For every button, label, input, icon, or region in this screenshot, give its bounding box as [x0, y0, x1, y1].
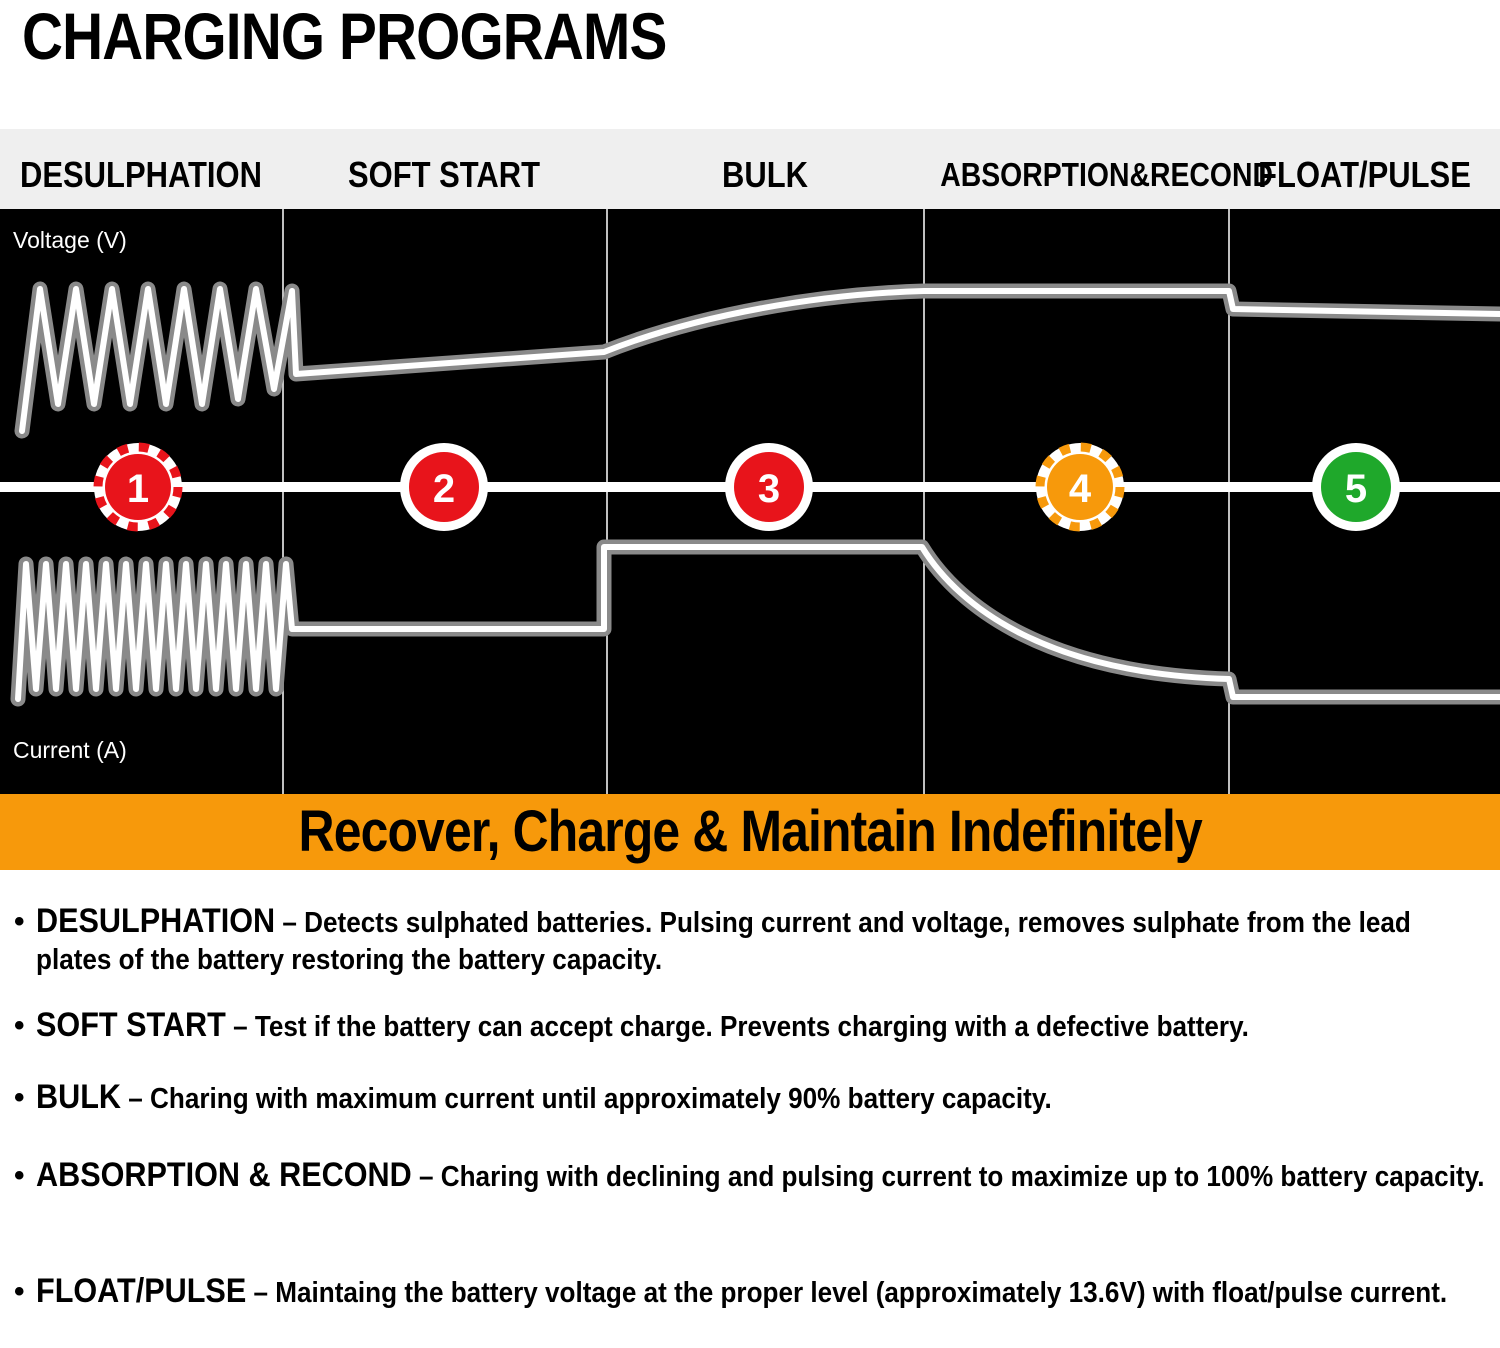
description-desulphation: • DESULPHATION – Detects sulphated batte… — [14, 902, 1411, 977]
stage-label-soft-start: SOFT START — [347, 154, 541, 195]
charging-curves: 1 2 3 4 5 — [0, 209, 1500, 794]
description-text: Test if the battery can accept charge. P… — [254, 1011, 1249, 1043]
tagline-banner: Recover, Charge & Maintain Indefinitely — [0, 794, 1500, 870]
stage-2-number: 2 — [433, 467, 455, 511]
description-term: SOFT START — [36, 1006, 226, 1044]
voltage-axis-label: Voltage (V) — [13, 227, 127, 253]
description-float: • FLOAT/PULSE – Maintaing the battery vo… — [14, 1272, 1448, 1310]
bullet: • — [14, 1159, 25, 1192]
description-text: Charing with declining and pulsing curre… — [440, 1161, 1485, 1193]
description-bulk: • BULK – Charing with maximum current un… — [14, 1078, 1052, 1116]
description-term: FLOAT/PULSE — [36, 1272, 247, 1310]
stage-5-number: 5 — [1345, 467, 1367, 511]
description-text: Detects sulphated batteries. Pulsing cur… — [36, 907, 1411, 976]
description-text: Maintaing the battery voltage at the pro… — [275, 1277, 1448, 1309]
stage-2-marker: 2 — [400, 443, 488, 531]
bullet: • — [14, 905, 25, 938]
stage-label-float: FLOAT/PULSE — [1258, 154, 1471, 195]
voltage-curve — [14, 281, 1500, 439]
description-text: Charing with maximum current until appro… — [150, 1083, 1052, 1115]
description-absorption: • ABSORPTION & RECOND – Charing with dec… — [14, 1156, 1485, 1194]
stage-5-marker: 5 — [1312, 443, 1400, 531]
stage-1-number: 1 — [127, 467, 149, 511]
description-term: BULK — [36, 1078, 121, 1116]
stage-1-marker: 1 — [93, 442, 183, 532]
page-title: CHARGING PROGRAMS — [22, 0, 667, 73]
stage-header-bar: DESULPHATION SOFT START BULK ABSORPTION&… — [0, 129, 1500, 209]
description-term: DESULPHATION — [36, 902, 276, 940]
stage-label-bulk: BULK — [722, 154, 808, 195]
bullet: • — [14, 1081, 25, 1114]
stage-4-number: 4 — [1069, 467, 1092, 511]
stage-label-absorption: ABSORPTION&RECOND — [940, 156, 1273, 193]
bullet: • — [14, 1275, 25, 1308]
stage-label-desulphation: DESULPHATION — [20, 154, 262, 195]
tagline-text: Recover, Charge & Maintain Indefinitely — [298, 799, 1202, 864]
stage-4-marker: 4 — [1035, 442, 1125, 532]
stage-3-number: 3 — [758, 467, 780, 511]
description-term: ABSORPTION & RECOND — [36, 1156, 412, 1194]
charging-diagram: 1 2 3 4 5 Voltage (V) Current (A) — [0, 209, 1500, 794]
bullet: • — [14, 1009, 25, 1042]
current-axis-label: Current (A) — [13, 737, 127, 763]
stage-3-marker: 3 — [725, 443, 813, 531]
current-curve — [10, 539, 1500, 707]
description-soft-start: • SOFT START – Test if the battery can a… — [14, 1006, 1249, 1044]
